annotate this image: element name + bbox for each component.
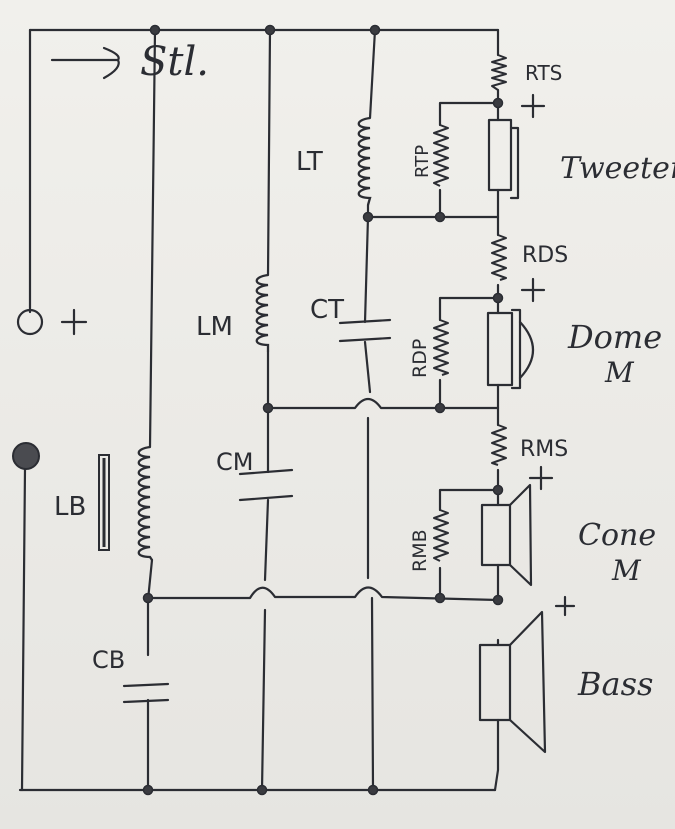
cone-label: Cone [578,518,656,553]
negative-terminal [12,442,40,470]
inductor-lm [255,273,270,352]
right-chain-wire [493,28,500,792]
signal-label: Stl. [140,39,209,85]
ct-label: CT [310,295,344,325]
bass-junction-wire [146,586,500,602]
tweeter-driver [487,118,520,200]
dome-label: Dome [567,318,662,356]
cone-m-label: M [611,554,642,587]
rmb-wire [438,488,500,600]
cm-lower-wire [260,608,267,792]
positive-terminal [16,308,44,336]
rds-label: RDS [522,243,568,268]
signal-arrow-icon [50,46,120,80]
dome-midrange-driver [486,308,534,390]
cone-midrange-driver [480,483,533,587]
resistor-rms [491,424,507,466]
lt-label: LT [296,147,323,177]
lt-branch-wire [363,28,377,394]
wires [18,28,500,792]
inductor-lb [137,445,153,561]
tweeter-label: Tweeter [560,151,675,186]
dome-return-wire [266,397,500,410]
junction-nodes [142,24,504,796]
negative-input-wire [20,466,27,792]
dome-m-label: M [604,356,635,389]
capacitor-ct [338,318,392,343]
rmb-label: RMB [409,529,431,572]
cb-label: CB [92,646,125,674]
bass-label: Bass [577,665,653,703]
lb-core-bar [98,454,110,551]
cm-label: CM [216,448,253,476]
labels: Stl. LT RTS RTP Tweeter RDS CT LM RDP Do… [54,39,675,703]
rts-label: RTS [525,61,562,85]
plus-signs [60,93,576,617]
inductor-lt [357,116,372,206]
lb-label: LB [54,492,86,522]
lb-branch-wire [146,28,157,792]
resistor-rtp [433,124,449,187]
resistor-rts [491,54,507,91]
lm-label: LM [196,312,233,342]
capacitor-cm [238,468,294,502]
bass-driver [478,610,547,754]
ct-lower-wire [366,416,375,792]
resistor-rdp [433,319,449,376]
rms-label: RMS [520,437,568,462]
resistor-rds [491,234,507,281]
resistor-rmb [433,509,449,562]
capacitor-cb [122,682,170,704]
rtp-label: RTP [412,145,433,178]
rdp-label: RDP [409,339,431,378]
